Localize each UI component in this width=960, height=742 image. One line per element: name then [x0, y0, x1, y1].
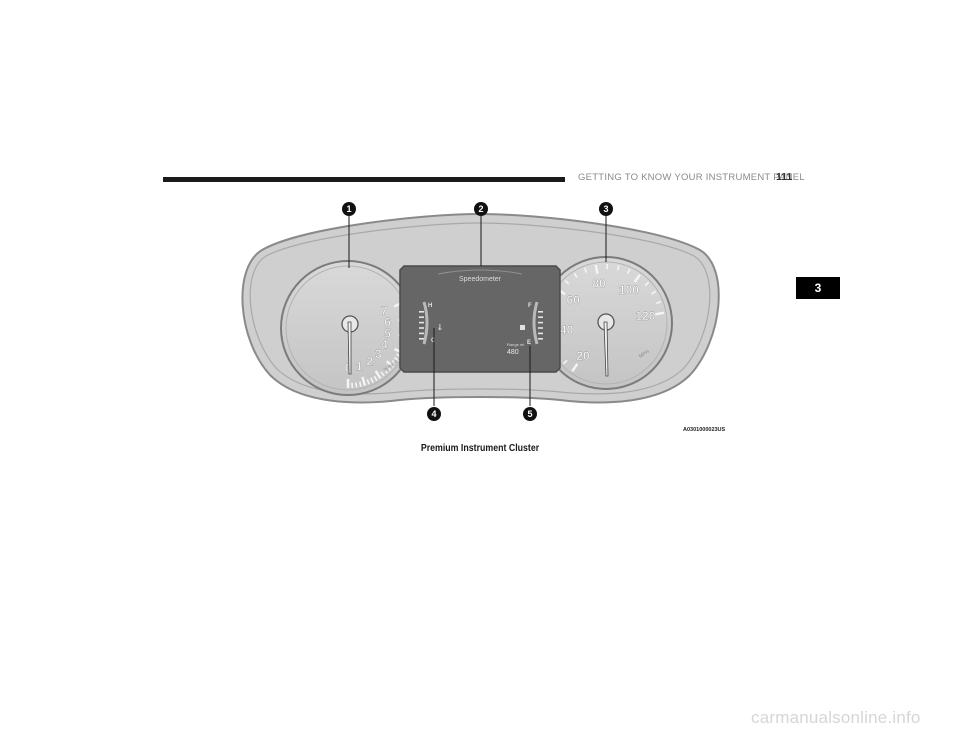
- temp-segment: [419, 321, 424, 324]
- speedometer-tick: [633, 273, 641, 283]
- tachometer-numeral: 2: [366, 355, 373, 369]
- speedometer-numeral: 80: [592, 277, 606, 291]
- speedometer-numeral: 40: [560, 323, 574, 337]
- svg-text:1: 1: [346, 204, 351, 214]
- figure-caption: Premium Instrument Cluster: [420, 443, 540, 454]
- callout-4: 4: [427, 407, 441, 421]
- thermometer-icon: 🌡: [436, 323, 444, 331]
- header-rule: [163, 177, 565, 182]
- chapter-tab[interactable]: 3: [796, 277, 840, 299]
- tachometer-tick: [361, 376, 367, 386]
- speedometer-tick: [616, 265, 620, 271]
- tachometer-tick: [370, 377, 374, 383]
- fuel-segment: [538, 321, 543, 324]
- speedometer-tick: [594, 264, 599, 274]
- figure-code: A0301000023US: [683, 427, 726, 433]
- tachometer-numeral: 5: [384, 326, 391, 340]
- tachometer-numeral: 7: [381, 304, 388, 318]
- speedometer-numeral: 120: [635, 309, 655, 323]
- svg-text:5: 5: [527, 409, 532, 419]
- range-value: 480: [507, 349, 519, 356]
- tachometer-tick: [380, 371, 385, 377]
- speedometer-numeral: 100: [619, 283, 639, 297]
- speedometer-tick: [655, 311, 665, 316]
- speedometer-tick: [562, 359, 568, 365]
- temp-segment: [419, 316, 424, 318]
- fuel-full-label: F: [528, 303, 532, 309]
- speedometer-tick: [564, 279, 570, 285]
- fuel-segment: [538, 332, 543, 335]
- temp-segment: [419, 332, 424, 335]
- tachometer-tick: [393, 356, 400, 361]
- speedometer-tick: [583, 267, 588, 273]
- fuel-segment: [538, 311, 543, 313]
- tachometer-numeral: 6: [384, 315, 391, 329]
- svg-text:2: 2: [478, 204, 483, 214]
- fuel-gauge: F E Range mi 480: [507, 301, 543, 356]
- fuel-empty-label: E: [527, 340, 531, 346]
- section-title: GETTING TO KNOW YOUR INSTRUMENT PANEL: [578, 172, 805, 183]
- speedometer-tick: [573, 272, 578, 278]
- speedometer-tick: [656, 300, 662, 305]
- tachometer-tick: [358, 381, 362, 387]
- range-label: Range mi: [507, 342, 524, 347]
- speedometer-numeral: 60: [567, 293, 581, 307]
- center-display: Speedometer H C 🌡 F E Range mi 480: [399, 265, 561, 373]
- speedometer-tick: [571, 363, 579, 373]
- display-title: Speedometer: [459, 276, 502, 283]
- speedometer-numeral: 20: [576, 349, 590, 363]
- speedometer-unit-label: MPH: [638, 349, 651, 360]
- speedometer-needle: [603, 321, 609, 377]
- tachometer-tick: [366, 379, 370, 385]
- speedometer-tick: [627, 268, 631, 274]
- tachometer-tick: [374, 370, 382, 380]
- tachometer-tick: [383, 368, 389, 374]
- callout-2: 2: [474, 202, 488, 216]
- fuel-segment: [538, 327, 543, 329]
- temperature-gauge: H C 🌡: [419, 301, 444, 345]
- tachometer-tick: [373, 375, 378, 381]
- callout-5: 5: [523, 407, 537, 421]
- callout-1: 1: [342, 202, 356, 216]
- tachometer-numeral: 0: [345, 361, 352, 375]
- tachometer-needle: [347, 321, 352, 375]
- tachometer-numeral: 1: [356, 359, 363, 373]
- page-number: 111: [776, 171, 793, 183]
- tachometer-tick: [391, 360, 397, 365]
- fuel-segment: [538, 338, 543, 340]
- temp-segment: [419, 311, 424, 313]
- watermark: carmanualsonline.info: [751, 708, 921, 727]
- speedometer-tick: [651, 290, 657, 295]
- temp-segment: [419, 338, 424, 340]
- fuel-pump-icon: [520, 325, 525, 330]
- temp-high-label: H: [428, 303, 432, 309]
- temp-segment: [419, 327, 424, 329]
- tachometer-tick: [355, 382, 358, 388]
- tachometer-numeral: 3: [375, 347, 382, 361]
- svg-text:4: 4: [431, 409, 436, 419]
- fuel-segment: [538, 316, 543, 318]
- tachometer-numeral: 4: [381, 337, 388, 351]
- callout-3: 3: [599, 202, 613, 216]
- svg-text:3: 3: [603, 204, 608, 214]
- tachometer-tick: [386, 366, 392, 371]
- speedometer-tick: [644, 281, 650, 287]
- tachometer-tick: [385, 360, 395, 369]
